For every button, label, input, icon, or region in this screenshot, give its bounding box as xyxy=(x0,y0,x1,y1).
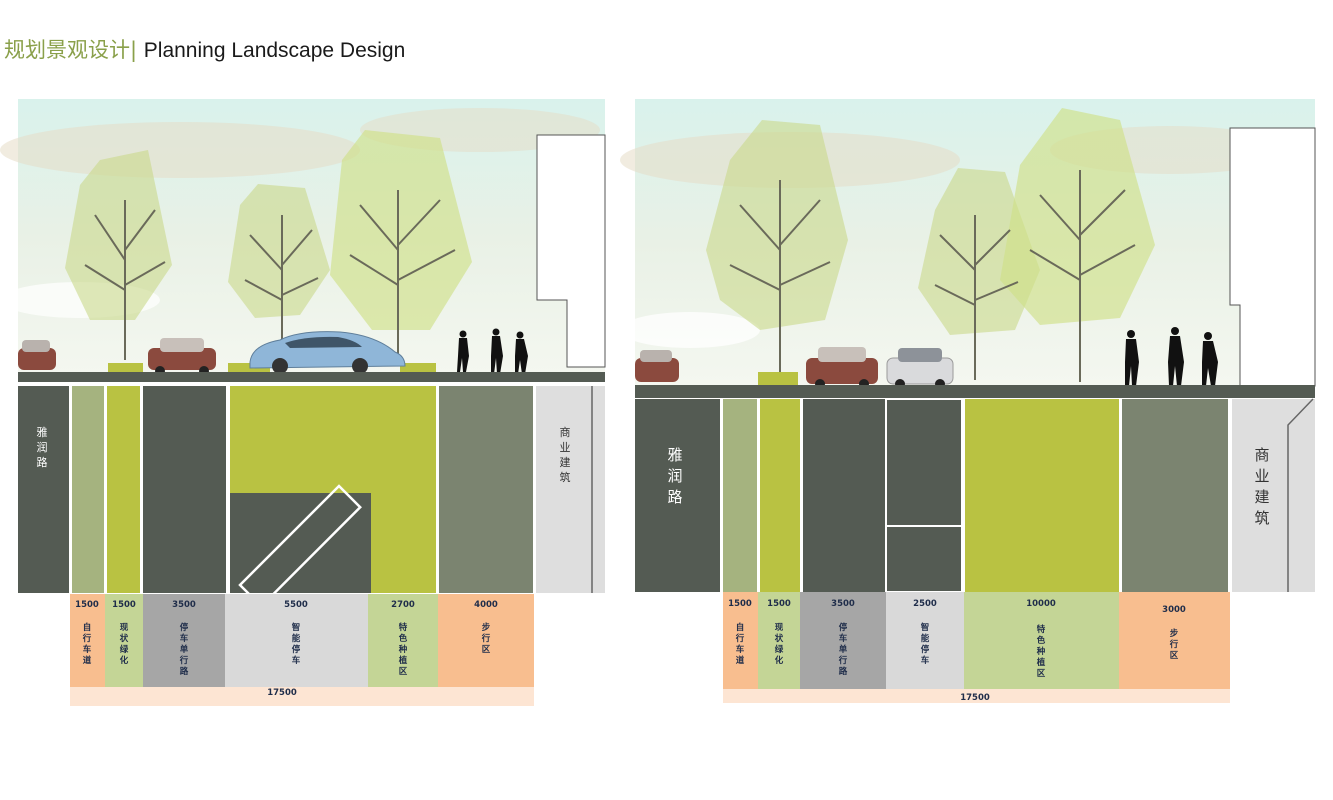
tree-canopy xyxy=(330,130,472,330)
dimension-labels: 1500 自行车道 1500 现状绿化 3500 停车单行路 5500 智能停车 2700 特色种… xyxy=(75,600,498,677)
total-width-label: 17500 xyxy=(267,688,297,698)
pedestrian-strip xyxy=(439,386,533,593)
left-section-svg: 雅润路 商业建筑 1500 自行车道 1500 现状绿化 3500 停车单行路 5500 智能… xyxy=(0,99,606,706)
total-bar xyxy=(723,689,1230,703)
dim-label: 智能停车 xyxy=(291,622,301,666)
road-label: 雅润路 xyxy=(37,425,48,469)
dim-value: 2500 xyxy=(913,599,937,609)
parking-one-way-strip xyxy=(143,386,226,593)
left-section-panel: 雅润路 商业建筑 1500 自行车道 1500 现状绿化 3500 停车单行路 5500 智能… xyxy=(0,0,620,720)
building-outline xyxy=(1229,127,1316,387)
dim-label: 步行区 xyxy=(1169,628,1179,661)
dimension-labels: 1500 自行车道 1500 现状绿化 3500 停车单行路 2500 智能停车 10000 特色… xyxy=(728,599,1186,679)
building-label: 商业建筑 xyxy=(560,425,571,484)
bike-lane-strip xyxy=(723,399,757,592)
building-label: 商业建筑 xyxy=(1254,446,1269,527)
dim-label: 智能停车 xyxy=(920,622,930,666)
dim-cell xyxy=(758,592,800,689)
dim-label: 自行车道 xyxy=(82,622,92,666)
dim-cell xyxy=(438,594,534,687)
parked-car xyxy=(806,347,878,389)
planter xyxy=(758,372,798,385)
page-title-cn: 规划景观设计 xyxy=(4,38,130,62)
dim-value: 1500 xyxy=(767,599,791,609)
total-width-label: 17500 xyxy=(960,693,990,703)
parking-one-way-strip xyxy=(803,399,885,592)
parked-car-white xyxy=(886,348,954,389)
dim-cell xyxy=(964,592,1119,689)
building-outline xyxy=(536,134,606,368)
tree-branches xyxy=(84,190,456,365)
dim-value: 10000 xyxy=(1026,599,1056,609)
pedestrian-strip xyxy=(1122,399,1228,592)
dim-value: 3500 xyxy=(172,600,196,610)
dim-label: 停车单行路 xyxy=(838,622,848,677)
dim-cell xyxy=(143,594,225,687)
dim-cell xyxy=(800,592,886,689)
dim-value: 1500 xyxy=(112,600,136,610)
page-title-en: Planning Landscape Design xyxy=(143,39,406,62)
page-title: 规划景观设计| Planning Landscape Design xyxy=(4,36,405,65)
tree-branches xyxy=(729,170,1136,382)
planter xyxy=(108,363,143,373)
existing-green-strip xyxy=(107,386,140,593)
tree-canopy xyxy=(706,120,848,330)
dim-value: 1500 xyxy=(728,599,752,609)
smart-parking-block xyxy=(230,493,371,593)
pedestrians xyxy=(457,328,528,374)
dim-label: 特色种植区 xyxy=(398,622,408,677)
dim-value: 3000 xyxy=(1162,605,1186,615)
dim-cell xyxy=(70,594,105,687)
planter xyxy=(228,363,270,373)
dim-cell xyxy=(723,592,758,689)
dim-label: 现状绿化 xyxy=(120,623,129,666)
dim-cell xyxy=(1119,592,1230,689)
right-section-svg: 雅润路 商业建筑 1500 自行车道 1500 现状绿化 3500 停车单行路 2500 智能… xyxy=(620,99,1316,703)
ground-line xyxy=(18,372,605,382)
dim-cell xyxy=(368,594,438,687)
parked-car xyxy=(18,340,56,370)
smart-parking-strip xyxy=(885,398,963,593)
dim-value: 4000 xyxy=(474,600,498,610)
sports-car xyxy=(249,331,406,374)
dim-cell xyxy=(225,594,368,687)
road-strip xyxy=(18,386,69,593)
dim-label: 现状绿化 xyxy=(775,623,784,666)
dim-value: 2700 xyxy=(391,600,415,610)
building-strip xyxy=(1232,399,1315,592)
dim-value: 3500 xyxy=(831,599,855,609)
building-edge-line xyxy=(1287,398,1314,592)
dim-label: 停车单行路 xyxy=(179,622,189,677)
cloud xyxy=(0,122,360,178)
existing-green-strip xyxy=(760,399,800,592)
building-strip xyxy=(536,386,605,593)
total-bar xyxy=(70,687,534,706)
dim-value: 1500 xyxy=(75,600,99,610)
dim-value: 5500 xyxy=(284,600,308,610)
page-title-separator: | xyxy=(130,38,138,62)
tree-canopy xyxy=(65,150,172,320)
ground-line xyxy=(635,385,1315,398)
dim-label: 自行车道 xyxy=(735,622,745,666)
road-strip xyxy=(635,399,720,592)
dim-label: 步行区 xyxy=(481,622,491,655)
cloud xyxy=(620,312,760,348)
dim-cell xyxy=(105,594,143,687)
planting-strip xyxy=(965,399,1119,592)
right-section-panel: 雅润路 商业建筑 1500 自行车道 1500 现状绿化 3500 停车单行路 2500 智能… xyxy=(620,99,1316,703)
tree-canopy xyxy=(918,168,1040,335)
planter xyxy=(400,363,436,373)
dim-label: 特色种植区 xyxy=(1036,624,1046,679)
dim-cell xyxy=(886,592,964,689)
tree-canopy xyxy=(1000,108,1155,325)
bike-lane-strip xyxy=(72,386,104,593)
road-label: 雅润路 xyxy=(667,446,682,506)
pedestrians xyxy=(1125,327,1218,386)
parked-car xyxy=(635,350,679,382)
